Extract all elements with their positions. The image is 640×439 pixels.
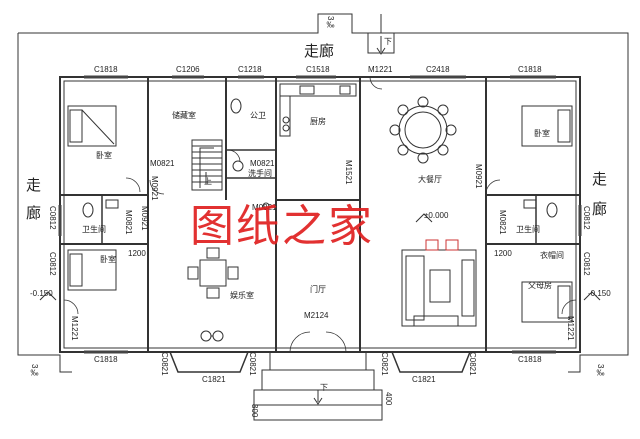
down-label-front: 下	[320, 383, 328, 392]
door-code: M0821	[252, 203, 277, 212]
game-table	[187, 247, 239, 299]
toilet-fixtures	[82, 98, 558, 218]
door-code: M0921	[140, 206, 149, 231]
elevation-mark: -0.150	[588, 289, 611, 298]
door-code: M0821	[250, 159, 275, 168]
corridor-right-label-2: 廊	[592, 200, 608, 218]
dining-table	[389, 96, 457, 164]
room-bath-right: 卫生间	[516, 225, 540, 234]
terrace-outline	[18, 13, 629, 373]
window-code: C0812	[48, 252, 57, 276]
room-closet: 衣帽间	[540, 251, 564, 260]
bed-tl	[67, 105, 117, 147]
corridor-left-label-2: 廊	[26, 204, 42, 222]
door-code: M0821	[498, 210, 507, 235]
room-entertainment: 娱乐室	[230, 291, 254, 300]
room-bedroom-bl: 卧室	[100, 255, 116, 264]
dimension-label: 1200	[494, 249, 512, 258]
watermark: 图纸之家	[190, 201, 374, 252]
room-laundry: 洗手间	[248, 169, 272, 178]
window-code: C0812	[582, 252, 591, 276]
room-master-bedroom: 父母房	[528, 281, 552, 290]
sofa-set	[401, 249, 477, 327]
window-code: C0812	[48, 206, 57, 230]
window-code: C1821	[412, 375, 436, 384]
dimension-label: 400	[384, 392, 393, 406]
window-code: C1818	[94, 65, 118, 74]
door-code: M0821	[124, 210, 133, 235]
slope-mark: 3‰	[326, 16, 335, 30]
door-code: M2124	[304, 311, 329, 320]
bed-tr	[521, 105, 573, 147]
dimension-label: 1200	[128, 249, 146, 258]
window-code: C0812	[582, 206, 591, 230]
room-toilet-public: 公卫	[250, 111, 266, 120]
corridor-right-label-1: 走	[592, 170, 608, 188]
bed-br	[521, 281, 573, 323]
corridor-left-label-1: 走	[26, 176, 42, 194]
door-code: M0821	[150, 159, 175, 168]
window-code: C0821	[468, 352, 477, 376]
down-label-top: 下	[384, 37, 392, 46]
room-foyer: 门厅	[310, 285, 326, 294]
window-code: C2418	[426, 65, 450, 74]
dimension-label: 300	[250, 404, 259, 418]
window-code: C1818	[518, 65, 542, 74]
door-code: M1221	[566, 316, 575, 341]
terrace-outline-left	[17, 33, 72, 373]
room-bedroom-tr: 卧室	[534, 129, 550, 138]
door-code: M1521	[344, 160, 353, 185]
window-code: C1818	[94, 355, 118, 364]
elevation-mark: ±0.000	[424, 211, 449, 220]
room-kitchen: 厨房	[310, 117, 326, 126]
corridor-top-label: 走廊	[304, 42, 335, 60]
window-code: C1518	[306, 65, 330, 74]
window-code: C1821	[202, 375, 226, 384]
room-bedroom-tl: 卧室	[96, 151, 112, 160]
slope-mark: 3‰	[30, 364, 39, 378]
door-code: M1221	[368, 65, 393, 74]
window-code: C1206	[176, 65, 200, 74]
window-code: C1818	[518, 355, 542, 364]
window-code: C0821	[380, 352, 389, 376]
door-code: M1221	[70, 316, 79, 341]
up-label-stair: 上	[204, 177, 212, 186]
staircase	[191, 139, 223, 191]
kitchen-counter	[279, 83, 357, 137]
room-storage: 储藏室	[172, 111, 196, 120]
window-code: C0821	[160, 352, 169, 376]
decor-icon	[200, 330, 224, 342]
window-code: C0821	[248, 352, 257, 376]
door-code: M0921	[150, 176, 159, 201]
slope-mark: 3‰	[596, 364, 605, 378]
bed-bl	[67, 249, 117, 291]
door-code: M0921	[474, 164, 483, 189]
window-code: C1218	[238, 65, 262, 74]
room-bath-left: 卫生间	[82, 225, 106, 234]
room-dining: 大餐厅	[418, 175, 442, 184]
elevation-mark: -0.150	[30, 289, 53, 298]
